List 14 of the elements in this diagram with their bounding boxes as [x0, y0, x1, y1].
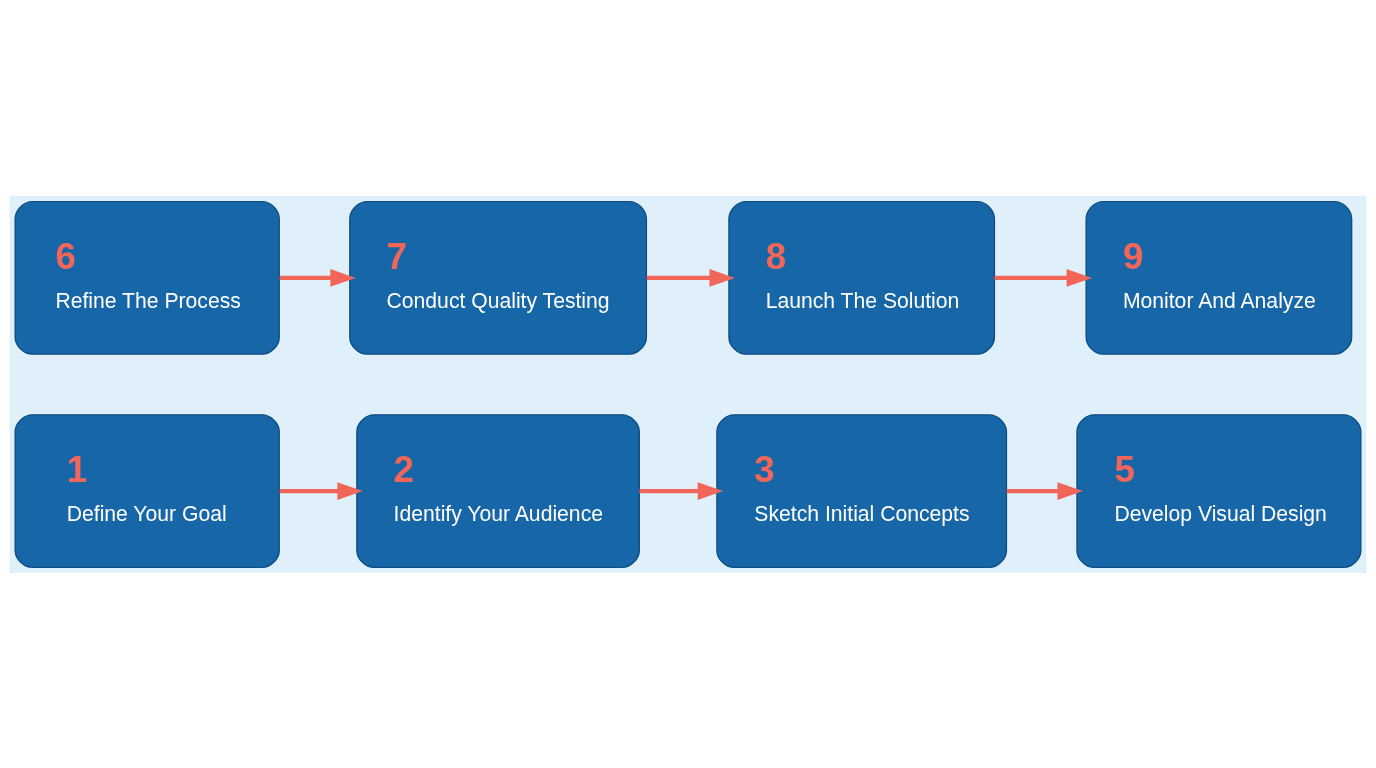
node-box: 9 Monitor And Analyze — [1085, 200, 1353, 355]
node-box: 6 Refine The Process — [14, 200, 280, 355]
arrow — [1006, 481, 1083, 500]
node-box: 7 Conduct Quality Testing — [349, 200, 648, 355]
arrow — [639, 481, 724, 500]
arrow — [646, 268, 735, 287]
node-box: 2 Identify Your Audience — [356, 413, 640, 568]
node-box: 5 Develop Visual Design — [1076, 413, 1362, 568]
arrow — [994, 268, 1093, 287]
node-box: 1 Define Your Goal — [14, 413, 280, 568]
node-box: 3 Sketch Initial Concepts — [716, 413, 1008, 568]
arrow — [279, 268, 356, 287]
arrow — [279, 481, 363, 500]
node-box: 8 Launch The Solution — [728, 200, 996, 355]
